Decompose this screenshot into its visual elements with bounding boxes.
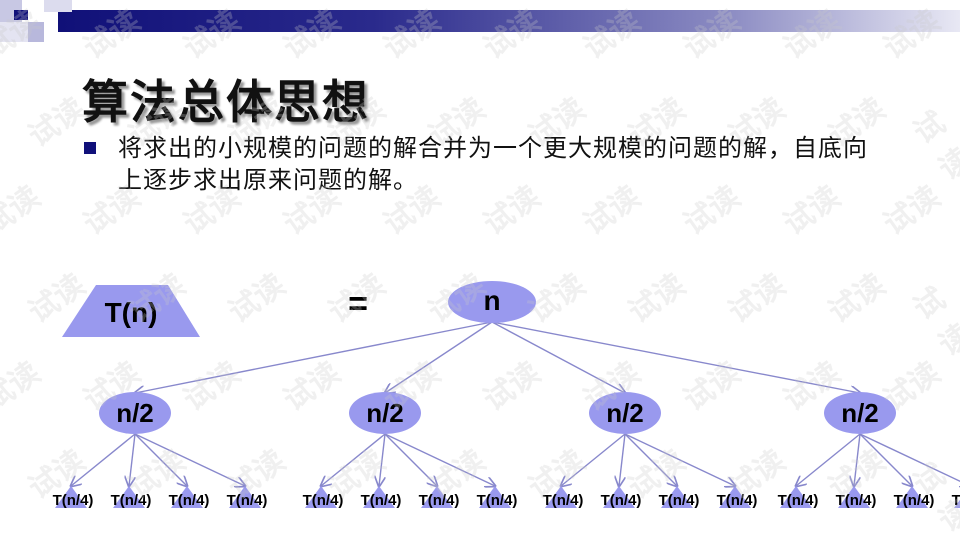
leaf-triangle bbox=[661, 486, 693, 508]
edge-root-to-mid bbox=[491, 321, 625, 393]
tn-label: T(n) bbox=[105, 297, 158, 328]
leaf-triangle bbox=[719, 486, 751, 508]
leaf-triangle bbox=[229, 486, 261, 508]
bullet-icon bbox=[84, 142, 96, 154]
leaf-triangle bbox=[171, 486, 203, 508]
root-node bbox=[448, 281, 536, 323]
leaf-triangle bbox=[838, 486, 870, 508]
decor-square bbox=[14, 10, 28, 20]
leaf-label: T(n/4) bbox=[419, 492, 460, 509]
leaf-label: T(n/4) bbox=[778, 492, 819, 509]
mid-node bbox=[589, 392, 661, 434]
mid-node bbox=[824, 392, 896, 434]
edge-mid-to-leaf bbox=[859, 433, 960, 486]
mid-label: n/2 bbox=[841, 398, 879, 428]
leaf-label: T(n/4) bbox=[601, 492, 642, 509]
leaf-label: T(n/4) bbox=[717, 492, 758, 509]
leaf-label: T(n/4) bbox=[303, 492, 344, 509]
leaf-triangle bbox=[603, 486, 635, 508]
leaf-triangle bbox=[113, 486, 145, 508]
edge-mid-to-leaf bbox=[624, 433, 677, 486]
root-label: n bbox=[483, 285, 500, 316]
leaf-triangle bbox=[954, 499, 960, 508]
mid-node bbox=[349, 392, 421, 434]
edge-mid-to-leaf bbox=[71, 433, 136, 486]
edge-mid-to-leaf bbox=[379, 433, 386, 486]
leaf-triangle bbox=[479, 486, 511, 508]
bullet-text: 将求出的小规模的问题的解合并为一个更大规模的问题的解，自底向上逐步求出原来问题的… bbox=[118, 134, 868, 194]
edge-mid-to-leaf bbox=[859, 433, 912, 486]
edge-mid-to-leaf bbox=[134, 433, 245, 486]
edge-mid-to-leaf bbox=[134, 433, 187, 486]
leaf-triangle bbox=[421, 486, 453, 508]
leaf-label: T(n/4) bbox=[894, 492, 935, 509]
slide-title: 算法总体思想 bbox=[82, 75, 370, 129]
leaf-label: T(n/4) bbox=[659, 492, 700, 509]
tn-trapezoid bbox=[62, 285, 200, 337]
mid-node bbox=[99, 392, 171, 434]
edge-mid-to-leaf bbox=[321, 433, 386, 486]
leaf-label: T(n/4) bbox=[836, 492, 877, 509]
leaf-triangle bbox=[896, 486, 928, 508]
decor-square bbox=[44, 0, 72, 12]
edge-mid-to-leaf bbox=[129, 433, 136, 486]
edge-root-to-mid bbox=[135, 321, 493, 393]
mid-label: n/2 bbox=[606, 398, 644, 428]
edge-mid-to-leaf bbox=[384, 433, 437, 486]
mid-label: n/2 bbox=[116, 398, 154, 428]
edge-root-to-mid bbox=[385, 321, 493, 393]
leaf-label: T(n/4) bbox=[952, 492, 960, 509]
leaf-label: T(n/4) bbox=[169, 492, 210, 509]
mid-label: n/2 bbox=[366, 398, 404, 428]
edge-mid-to-leaf bbox=[796, 433, 861, 486]
edge-mid-to-leaf bbox=[854, 433, 861, 486]
leaf-label: T(n/4) bbox=[543, 492, 584, 509]
edge-mid-to-leaf bbox=[624, 433, 735, 486]
leaf-triangle bbox=[780, 486, 812, 508]
equals-sign: = bbox=[348, 285, 368, 323]
edge-root-to-mid bbox=[491, 321, 860, 393]
decor-square bbox=[0, 22, 28, 42]
leaf-label: T(n/4) bbox=[53, 492, 94, 509]
leaf-label: T(n/4) bbox=[361, 492, 402, 509]
decor-square bbox=[28, 22, 44, 42]
edge-mid-to-leaf bbox=[561, 433, 626, 486]
leaf-triangle bbox=[363, 486, 395, 508]
leaf-label: T(n/4) bbox=[111, 492, 152, 509]
leaf-triangle bbox=[545, 486, 577, 508]
leaf-label: T(n/4) bbox=[227, 492, 268, 509]
edge-mid-to-leaf bbox=[384, 433, 495, 486]
leaf-triangle bbox=[55, 486, 87, 508]
leaf-label: T(n/4) bbox=[477, 492, 518, 509]
leaf-triangle bbox=[305, 486, 337, 508]
edge-mid-to-leaf bbox=[619, 433, 626, 486]
header-bar bbox=[58, 10, 960, 32]
